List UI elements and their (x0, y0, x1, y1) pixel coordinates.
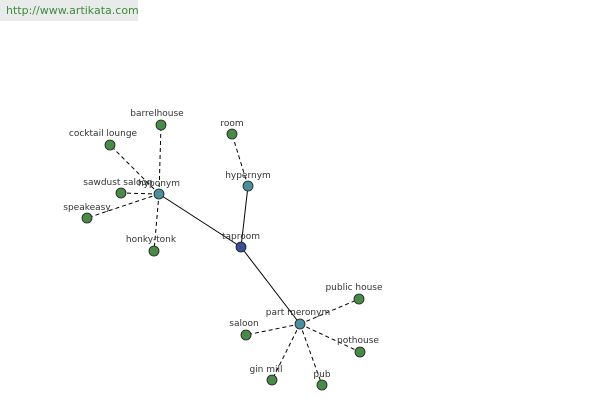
label-honky-tonk: honky-tonk (126, 235, 177, 245)
label-pub: pub (313, 370, 330, 380)
label-room: room (220, 119, 243, 129)
label-taproom: taproom (222, 232, 260, 242)
node-hyponym[interactable] (153, 188, 165, 200)
edge-taproom-hyponym (158, 193, 242, 248)
node-gin-mill[interactable] (266, 374, 278, 386)
edge-hyponym-honky-tonk (153, 193, 160, 252)
graph-nodes (81, 119, 366, 391)
label-public-house: public house (325, 283, 383, 293)
edge-hyponym-barrelhouse (158, 124, 162, 195)
node-hypernym[interactable] (242, 180, 254, 192)
edge-part-meronym-saloon (245, 323, 301, 336)
node-taproom[interactable] (235, 241, 247, 253)
label-part-meronym: part meronym (266, 308, 330, 318)
graph-labels: barrelhouse cocktail lounge sawdust saloon… (63, 109, 383, 380)
edge-hyponym-sawdust-saloon (120, 192, 160, 195)
node-cocktail-lounge[interactable] (104, 139, 116, 151)
edge-part-meronym-public-house (299, 298, 360, 325)
node-pothouse[interactable] (354, 346, 366, 358)
source-url-watermark: http://www.artikata.com (0, 0, 139, 21)
node-speakeasy[interactable] (81, 212, 93, 224)
edge-part-meronym-gin-mill (271, 323, 301, 381)
edge-taproom-part-meronym (240, 246, 301, 325)
graph-edges (86, 124, 361, 386)
edge-taproom-hypernym (240, 185, 249, 248)
node-honky-tonk[interactable] (148, 245, 160, 257)
node-room[interactable] (226, 128, 238, 140)
node-saloon[interactable] (240, 329, 252, 341)
label-gin-mill: gin mill (249, 365, 282, 375)
node-sawdust-saloon[interactable] (115, 187, 127, 199)
node-public-house[interactable] (353, 293, 365, 305)
label-hypernym: hypernym (225, 171, 271, 181)
label-sawdust-saloon: sawdust saloon (83, 178, 152, 188)
node-pub[interactable] (316, 379, 328, 391)
edge-hypernym-room (231, 133, 249, 187)
edge-hyponym-speakeasy (86, 193, 160, 219)
label-cocktail-lounge: cocktail lounge (69, 129, 138, 139)
label-speakeasy: speakeasy (63, 203, 111, 213)
label-pothouse: pothouse (337, 336, 379, 346)
node-part-meronym[interactable] (294, 318, 306, 330)
label-saloon: saloon (229, 319, 258, 329)
label-hyponym: hyponym (138, 179, 180, 189)
edge-part-meronym-pub (299, 323, 323, 386)
label-barrelhouse: barrelhouse (130, 109, 184, 119)
edge-hyponym-cocktail-lounge (109, 144, 160, 195)
node-barrelhouse[interactable] (155, 119, 167, 131)
